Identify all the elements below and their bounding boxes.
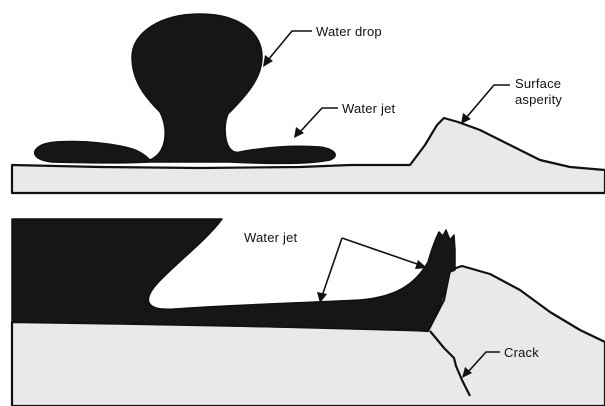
water-drop-shape bbox=[35, 14, 336, 163]
label-surface: Surface bbox=[515, 76, 561, 91]
label-asperity: asperity bbox=[515, 92, 562, 107]
label-crack: Crack bbox=[504, 345, 539, 360]
bottom-panel bbox=[12, 219, 605, 406]
label-water-drop: Water drop bbox=[316, 24, 382, 39]
label-water-jet-bottom: Water jet bbox=[244, 230, 298, 245]
water-jet-mass bbox=[12, 219, 455, 331]
label-water-jet-top: Water jet bbox=[342, 101, 396, 116]
